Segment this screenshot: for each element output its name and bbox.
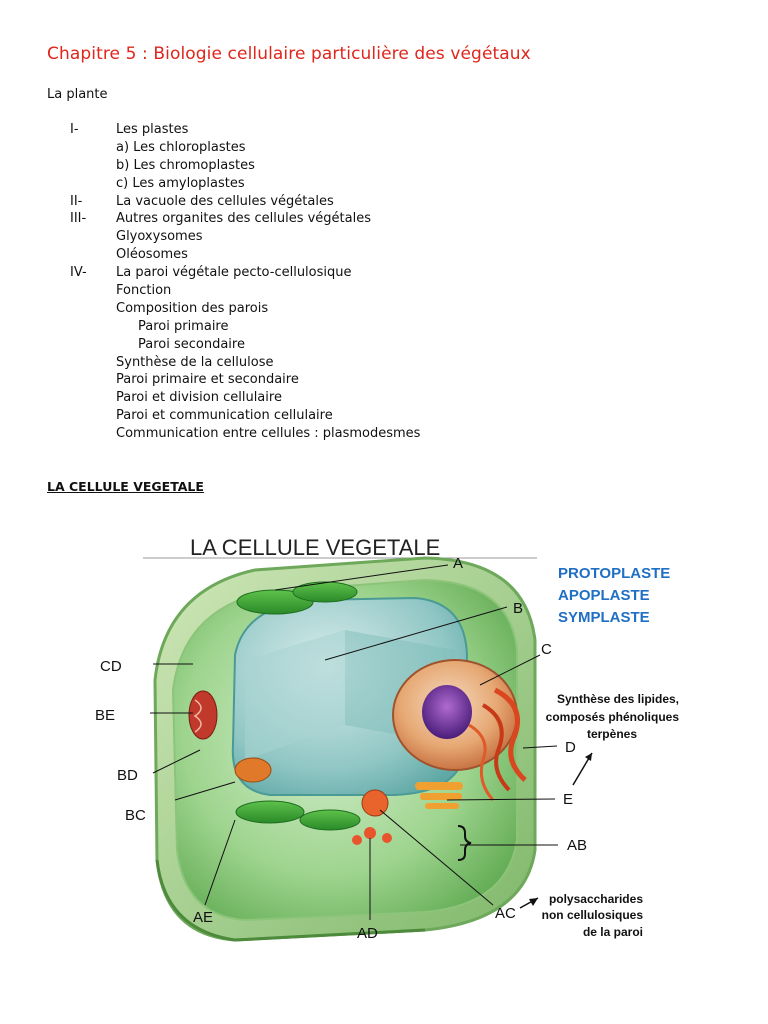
toc-text: Oléosomes bbox=[116, 247, 188, 263]
vesicle bbox=[352, 835, 362, 845]
note-poly-line: de la paroi bbox=[583, 925, 643, 939]
label-d: D bbox=[565, 739, 576, 756]
golgi-apparatus bbox=[425, 803, 459, 809]
figure-title: LA CELLULE VEGETALE bbox=[190, 535, 440, 560]
chloroplast bbox=[292, 581, 358, 603]
toc-text: Glyoxysomes bbox=[116, 229, 203, 245]
mitochondrion bbox=[188, 690, 218, 740]
note-lipides-line: Synthèse des lipides, bbox=[557, 692, 679, 706]
label-c: C bbox=[541, 641, 552, 658]
toc-text: Communication entre cellules : plasmodes… bbox=[116, 426, 421, 442]
term-apoplaste: APOPLASTE bbox=[558, 587, 650, 604]
brace bbox=[457, 825, 472, 861]
term-protoplaste: PROTOPLASTE bbox=[558, 565, 670, 582]
toc-text: Paroi primaire bbox=[138, 318, 229, 334]
plant-cell-figure: LA CELLULE VEGETALE PROTOPLASTE APOPLAST… bbox=[95, 520, 695, 950]
endoplasmic-reticulum bbox=[468, 723, 495, 801]
nucleolus bbox=[422, 685, 472, 739]
toc-text: La vacuole des cellules végétales bbox=[116, 193, 334, 209]
toc-text: a) Les chloroplastes bbox=[116, 139, 246, 155]
toc-text: Synthèse de la cellulose bbox=[116, 354, 274, 370]
toc-number: II- bbox=[70, 193, 83, 209]
vesicle bbox=[364, 827, 376, 839]
toc-text: Fonction bbox=[116, 283, 172, 299]
label-ab: AB bbox=[567, 837, 587, 854]
golgi-apparatus bbox=[415, 782, 463, 790]
chloroplast bbox=[235, 800, 305, 824]
toc-text: c) Les amyloplastes bbox=[116, 175, 245, 191]
mitochondrion-cristae bbox=[193, 699, 202, 733]
label-ae: AE bbox=[193, 909, 213, 926]
endoplasmic-reticulum bbox=[493, 687, 527, 782]
section-heading: LA CELLULE VEGETALE bbox=[47, 479, 204, 494]
label-b: B bbox=[513, 600, 523, 617]
label-bd: BD bbox=[117, 767, 138, 784]
toc-text: b) Les chromoplastes bbox=[116, 157, 255, 173]
toc-text: Autres organites des cellules végétales bbox=[116, 211, 371, 227]
note-lipides-line: composés phénoliques bbox=[546, 710, 680, 724]
note-poly-line: non cellulosiques bbox=[542, 908, 644, 922]
label-bc: BC bbox=[125, 807, 146, 824]
page-title: Chapitre 5 : Biologie cellulaire particu… bbox=[47, 44, 531, 64]
toc-text: Les plastes bbox=[116, 122, 189, 137]
toc-text: Paroi secondaire bbox=[138, 336, 245, 352]
chloroplast bbox=[299, 809, 361, 831]
note-lipides-line: terpènes bbox=[587, 727, 637, 741]
plasma-membrane bbox=[155, 859, 426, 942]
arrowhead bbox=[585, 753, 592, 761]
plant-cell-diagram: LA CELLULE VEGETALE PROTOPLASTE APOPLAST… bbox=[95, 535, 680, 942]
note-poly-line: polysaccharides bbox=[549, 892, 643, 906]
label-ac: AC bbox=[495, 905, 516, 922]
toc-text: Paroi et division cellulaire bbox=[116, 390, 282, 406]
page-subtitle: La plante bbox=[47, 87, 108, 102]
term-symplaste: SYMPLASTE bbox=[558, 609, 650, 626]
toc-number: IV- bbox=[70, 265, 87, 281]
endoplasmic-reticulum bbox=[481, 703, 511, 792]
leader-lines bbox=[150, 564, 558, 920]
toc-text: Composition des parois bbox=[116, 300, 269, 316]
label-ad: AD bbox=[357, 925, 378, 942]
vesicle bbox=[382, 833, 392, 843]
label-a: A bbox=[453, 555, 463, 572]
toc-text: Paroi primaire et secondaire bbox=[116, 372, 299, 388]
toc-text: Paroi et communication cellulaire bbox=[116, 408, 333, 424]
toc-number: III- bbox=[70, 211, 87, 227]
vacuole-facet bbox=[245, 630, 345, 760]
arrowhead bbox=[529, 898, 538, 906]
label-e: E bbox=[563, 791, 573, 808]
label-cd: CD bbox=[100, 658, 122, 675]
glyoxysome bbox=[361, 789, 389, 817]
toc-text: La paroi végétale pecto-cellulosique bbox=[116, 265, 352, 281]
label-be: BE bbox=[95, 707, 115, 724]
oil-body bbox=[234, 757, 272, 783]
toc-number: I- bbox=[70, 122, 79, 137]
golgi-apparatus bbox=[420, 793, 462, 800]
